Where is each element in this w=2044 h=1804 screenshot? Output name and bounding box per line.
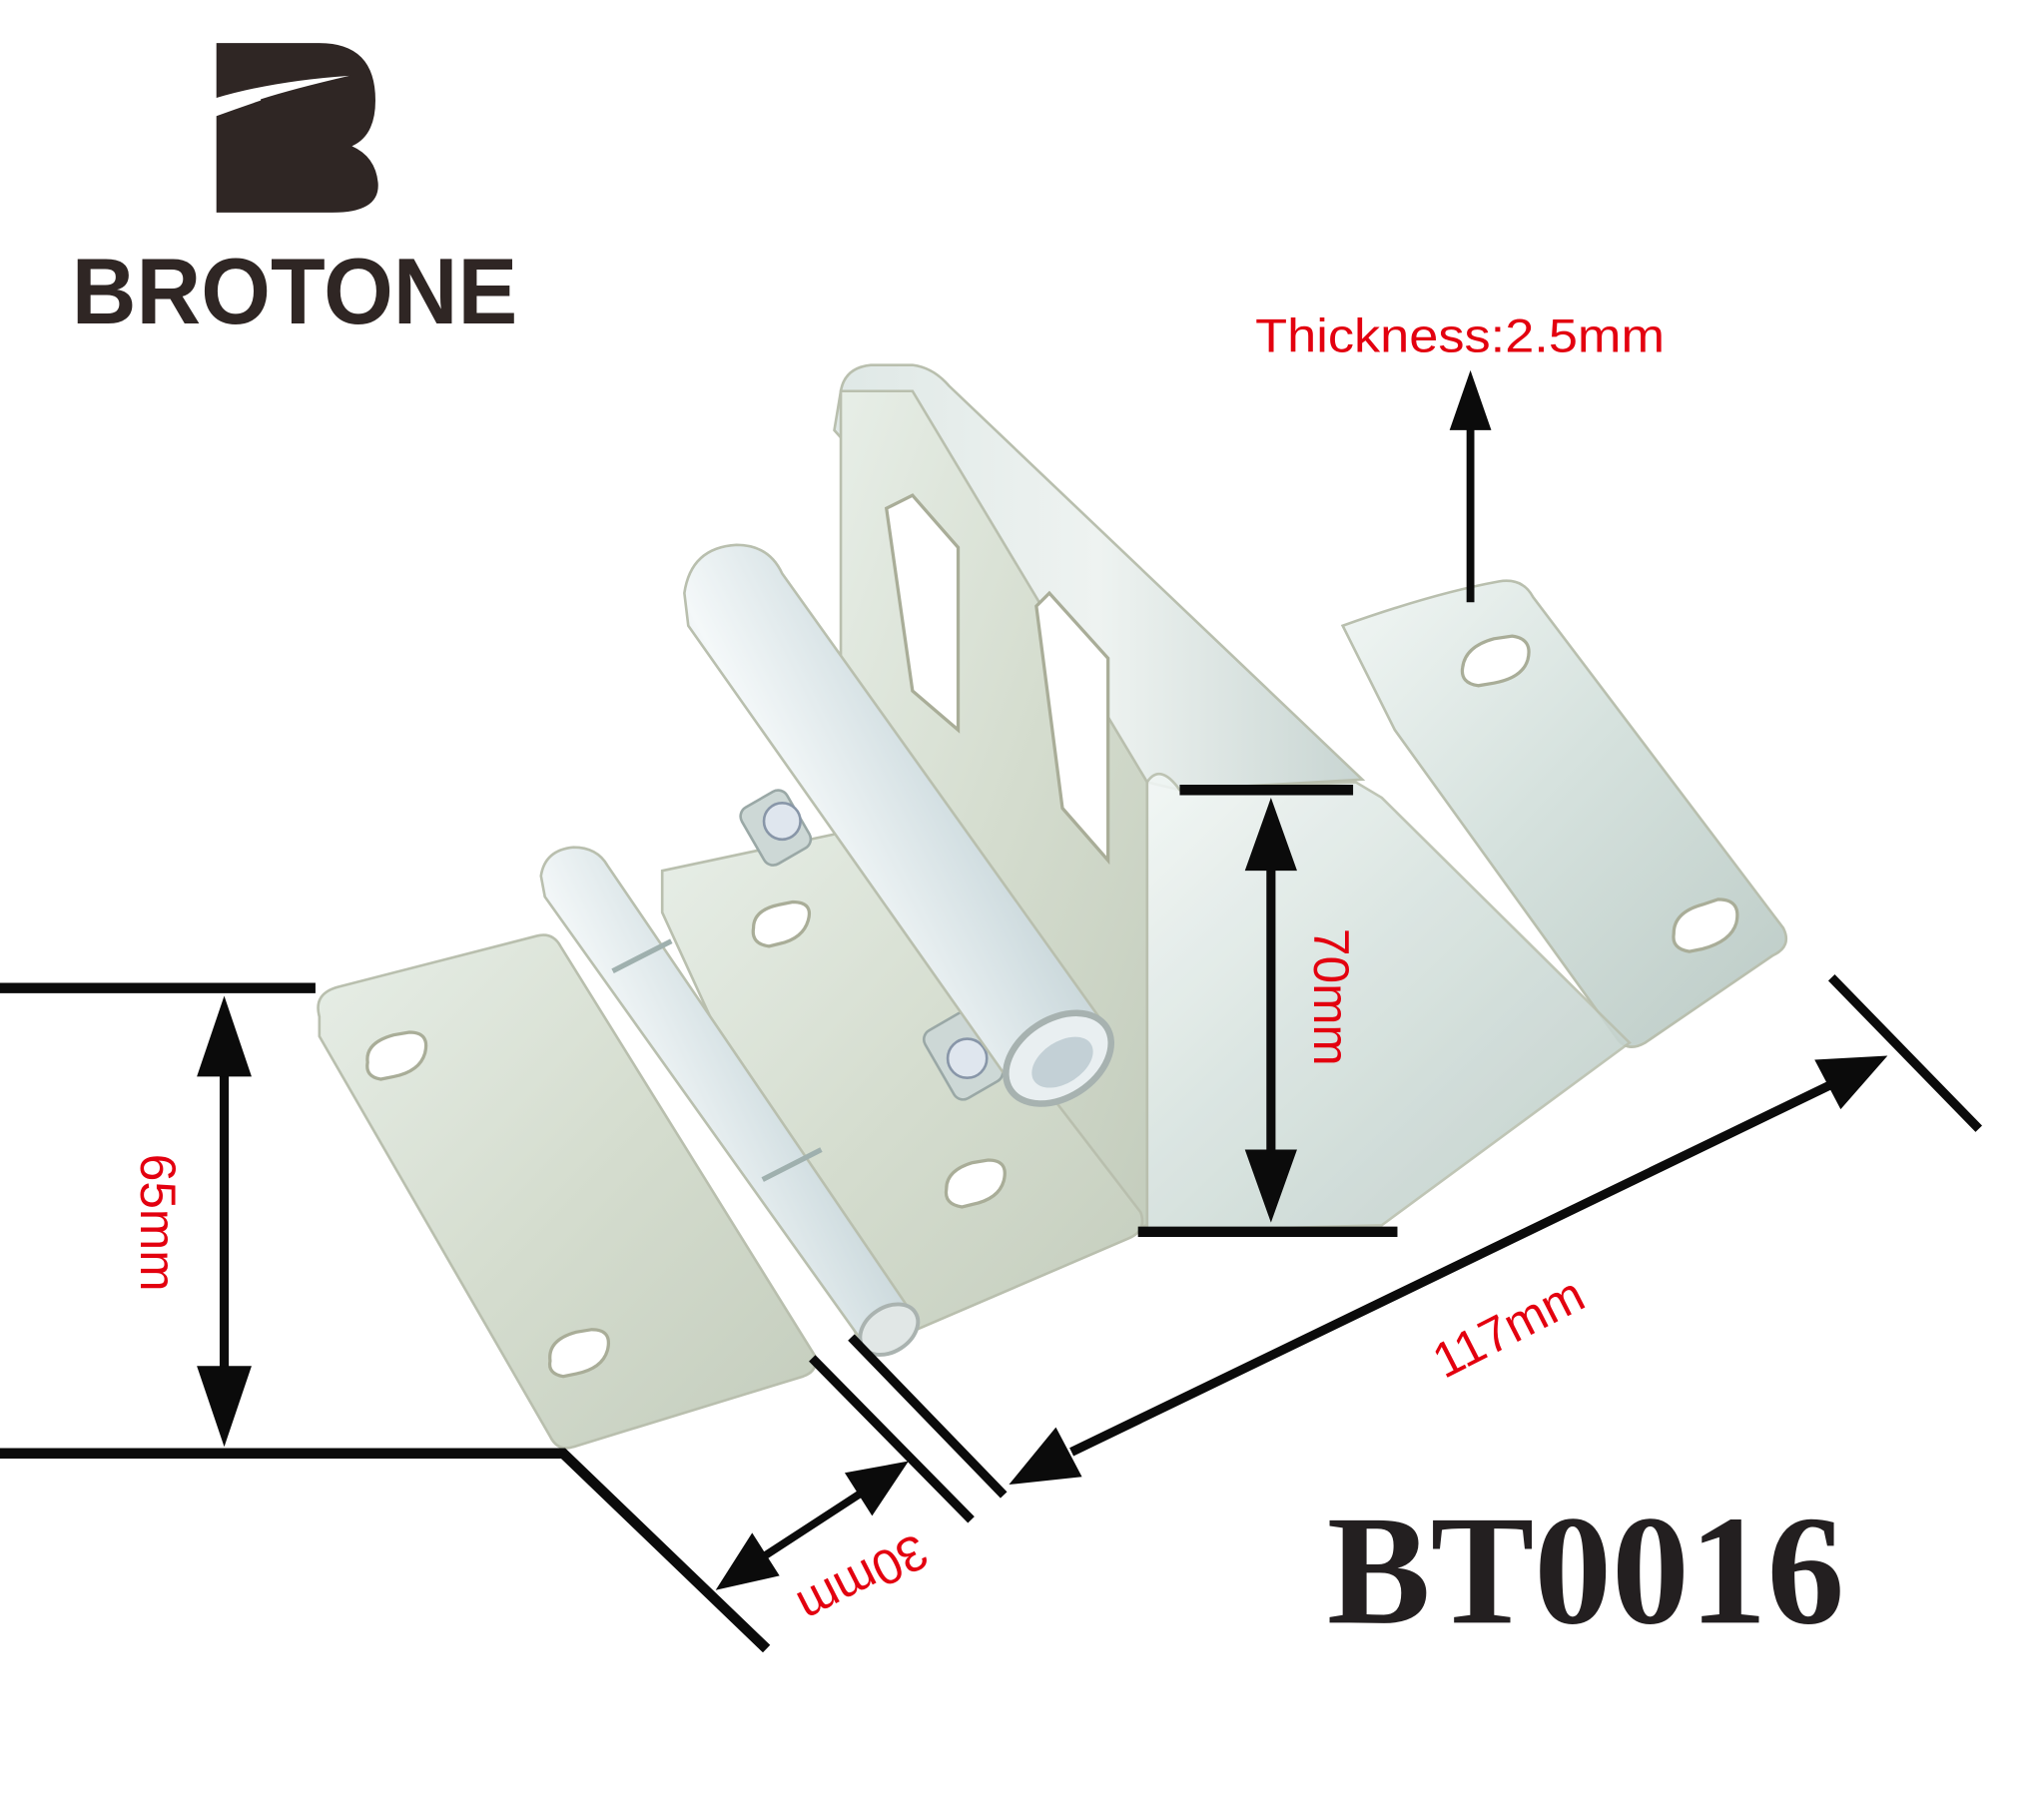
dimension-70mm-label: 70mm [1303, 928, 1359, 1066]
back-plate-slot-top [751, 900, 812, 948]
arrow-down-icon [1244, 1149, 1297, 1223]
arrow-up-icon [1449, 369, 1492, 430]
arrow-up-icon [197, 995, 252, 1077]
thickness-label: Thickness:2.5mm [1255, 309, 1665, 362]
bracket-slot-lower [1034, 590, 1110, 866]
arrow-up-icon [1244, 798, 1297, 872]
arrow-down-icon [197, 1366, 252, 1448]
flange-slot-top [1460, 634, 1531, 688]
dimension-30mm-label: 30mm [789, 1523, 937, 1635]
dimension-70mm: 70mm [1137, 785, 1398, 1238]
flange-slot-bottom [1672, 898, 1739, 953]
dimension-65mm: 65mm [0, 982, 771, 1653]
arrow-icon [1009, 1427, 1082, 1486]
brand-logo: BROTONE [72, 43, 517, 343]
brotone-b-monogram-icon [216, 43, 378, 213]
large-hinge-tube [683, 543, 1110, 1086]
arrow-icon [715, 1532, 780, 1590]
dimension-65mm-label: 65mm [130, 1154, 186, 1292]
bolt-and-nut [739, 789, 1005, 1101]
thickness-annotation: Thickness:2.5mm [1255, 309, 1665, 603]
brand-name: BROTONE [72, 239, 517, 343]
dimension-117mm-label: 117mm [1424, 1266, 1594, 1389]
arrow-icon [1814, 1055, 1888, 1110]
left-plate-slot-top [365, 1030, 428, 1081]
bracket-slot-upper [884, 493, 961, 734]
product-model-number: BT0016 [1327, 1483, 1844, 1656]
left-plate-slot-bottom [547, 1328, 610, 1379]
left-leaf-plate [317, 933, 817, 1450]
arrow-icon [844, 1461, 909, 1516]
u-bracket-top [833, 363, 1366, 792]
hinge-knuckle [539, 846, 915, 1345]
back-plate-slot-bottom [944, 1158, 1007, 1209]
